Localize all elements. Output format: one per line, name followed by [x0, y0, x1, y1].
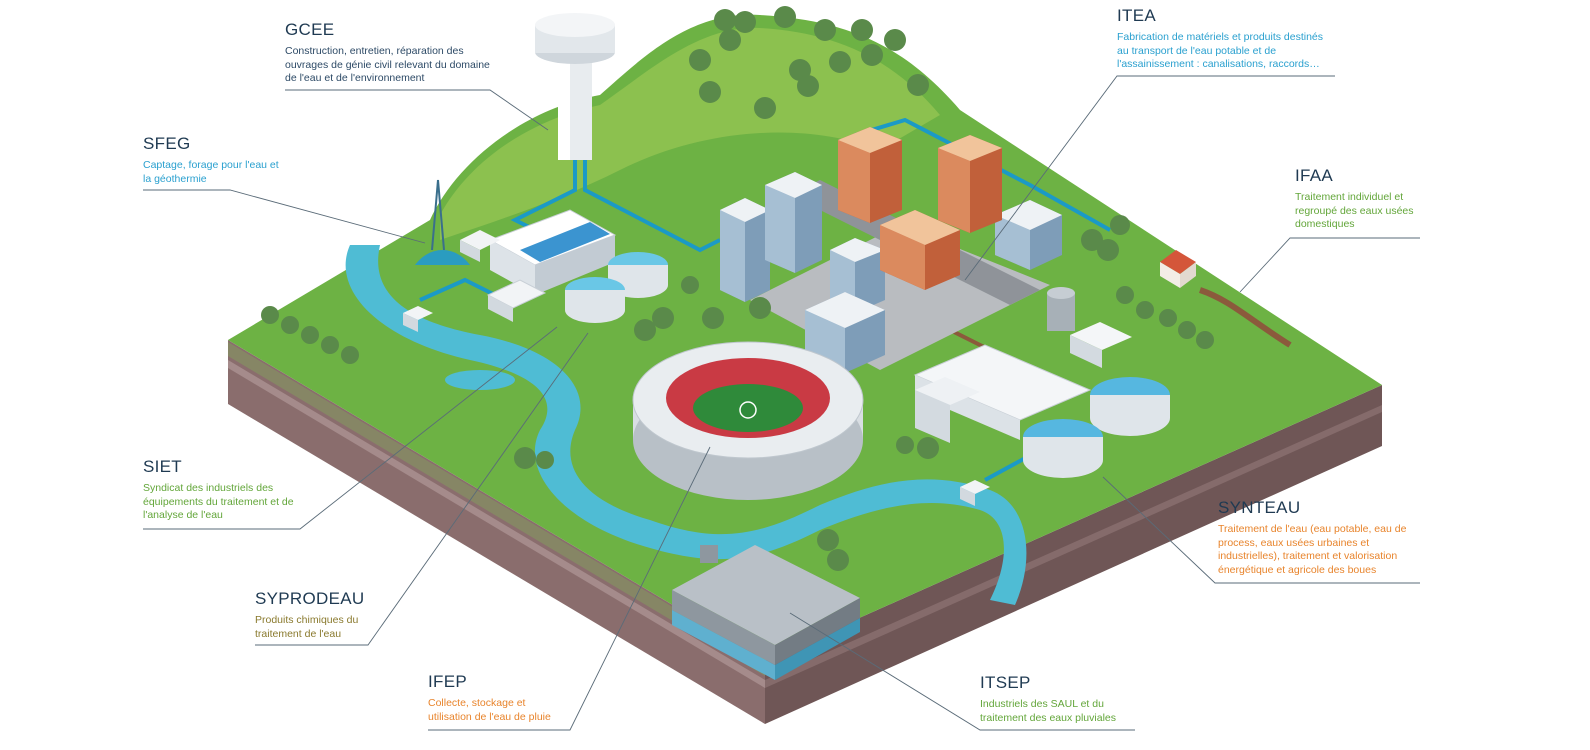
syprodeau-title: SYPRODEAU	[255, 589, 365, 608]
siet-description: Syndicat des industriels des équipements…	[143, 482, 294, 521]
itea-title: ITEA	[1117, 6, 1156, 25]
synteau-title: SYNTEAU	[1218, 498, 1301, 517]
water-tower	[535, 13, 615, 160]
ifep-description: Collecte, stockage et utilisation de l'e…	[428, 697, 551, 723]
gcee-title: GCEE	[285, 20, 335, 39]
gcee-description: Construction, entretien, réparation des …	[285, 45, 490, 84]
label-syprodeau: SYPRODEAU Produits chimiques du traiteme…	[255, 589, 380, 641]
ifep-title: IFEP	[428, 672, 467, 691]
label-gcee: GCEE Construction, entretien, réparation…	[285, 20, 490, 86]
label-siet: SIET Syndicat des industriels des équipe…	[143, 457, 313, 523]
label-itsep: ITSEP Industriels des SAUL et du traitem…	[980, 673, 1140, 725]
trees	[261, 6, 1214, 571]
label-ifep: IFEP Collecte, stockage et utilisation d…	[428, 672, 568, 724]
itsep-title: ITSEP	[980, 673, 1031, 692]
syprodeau-description: Produits chimiques du traitement de l'ea…	[255, 614, 359, 640]
siet-title: SIET	[143, 457, 182, 476]
itea-description: Fabrication de matériels et produits des…	[1117, 31, 1324, 70]
sfeg-description: Captage, forage pour l'eau et la géother…	[143, 159, 279, 185]
leader-lines	[143, 75, 1420, 731]
ifaa-title: IFAA	[1295, 166, 1334, 185]
ifaa-description: Traitement individuel et regroupé des ea…	[1295, 191, 1414, 230]
label-sfeg: SFEG Captage, forage pour l'eau et la gé…	[143, 134, 283, 186]
sfeg-title: SFEG	[143, 134, 191, 153]
label-itea: ITEA Fabrication de matériels et produit…	[1117, 6, 1337, 72]
synteau-description: Traitement de l'eau (eau potable, eau de…	[1218, 523, 1407, 576]
water-plant	[403, 209, 668, 332]
house	[1160, 250, 1292, 348]
stadium	[632, 341, 864, 500]
parking-structure	[672, 545, 860, 680]
apartment-buildings	[838, 127, 1002, 290]
label-synteau: SYNTEAU Traitement de l'eau (eau potable…	[1218, 498, 1418, 577]
river	[345, 245, 1027, 605]
label-ifaa: IFAA Traitement individuel et regroupé d…	[1295, 166, 1423, 232]
drilling-tower	[415, 179, 470, 265]
pond	[445, 370, 515, 390]
wastewater-plant	[913, 287, 1170, 506]
soil-block	[228, 340, 1382, 724]
itsep-description: Industriels des SAUL et du traitement de…	[980, 698, 1116, 724]
